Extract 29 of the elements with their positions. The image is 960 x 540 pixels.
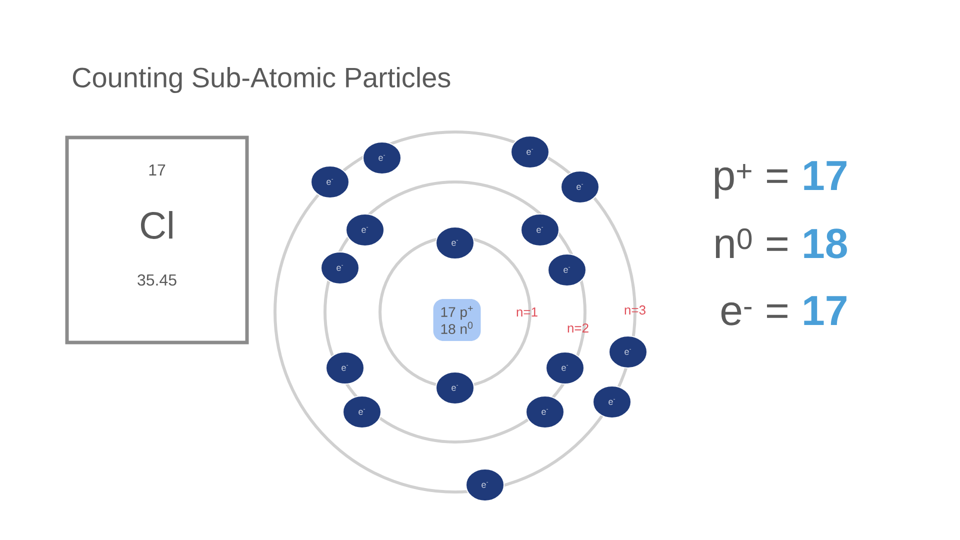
electron: e$^{-}$	[546, 351, 584, 384]
electron: e$^{-}$	[608, 335, 648, 368]
electron: e$^{-}$	[510, 136, 550, 168]
electron: e$^{-}$	[326, 351, 364, 384]
particle-symbol: p$^{+}$ =	[714, 164, 788, 199]
electron: e$^{-}$	[362, 142, 402, 174]
particle-count: 17	[804, 296, 846, 325]
particle-count: 18	[804, 228, 847, 258]
electron: e$^{-}$	[520, 214, 560, 246]
particle-count: 17	[804, 161, 846, 190]
electron: e$^{-}$	[592, 385, 632, 418]
nucleus: 17 p$^{+}$ 18 n$^{0}$	[433, 298, 481, 341]
electron: e$^{-}$	[320, 251, 360, 284]
electron: e$^{-}$	[548, 253, 586, 286]
particle-symbol: e$^{-}$ =	[721, 302, 788, 326]
particle-symbol: n$^{0}$ =	[716, 228, 788, 258]
electron: e$^{-}$	[310, 165, 350, 198]
element-tile: 17 Cl 35.45	[65, 136, 249, 344]
electron: e$^{-}$	[436, 371, 474, 404]
electron: e$^{-}$	[346, 214, 384, 246]
electron: e$^{-}$	[560, 170, 600, 204]
electron: e$^{-}$	[466, 468, 504, 502]
electron: e$^{-}$	[342, 395, 382, 428]
shell-label: n=3	[624, 305, 646, 315]
electron: e$^{-}$	[526, 395, 564, 428]
title: Counting Sub-Atomic Particles	[72, 66, 450, 94]
electron: e$^{-}$	[436, 226, 474, 260]
shell-label: n=1	[516, 308, 538, 316]
shell-label: n=2	[568, 323, 588, 333]
